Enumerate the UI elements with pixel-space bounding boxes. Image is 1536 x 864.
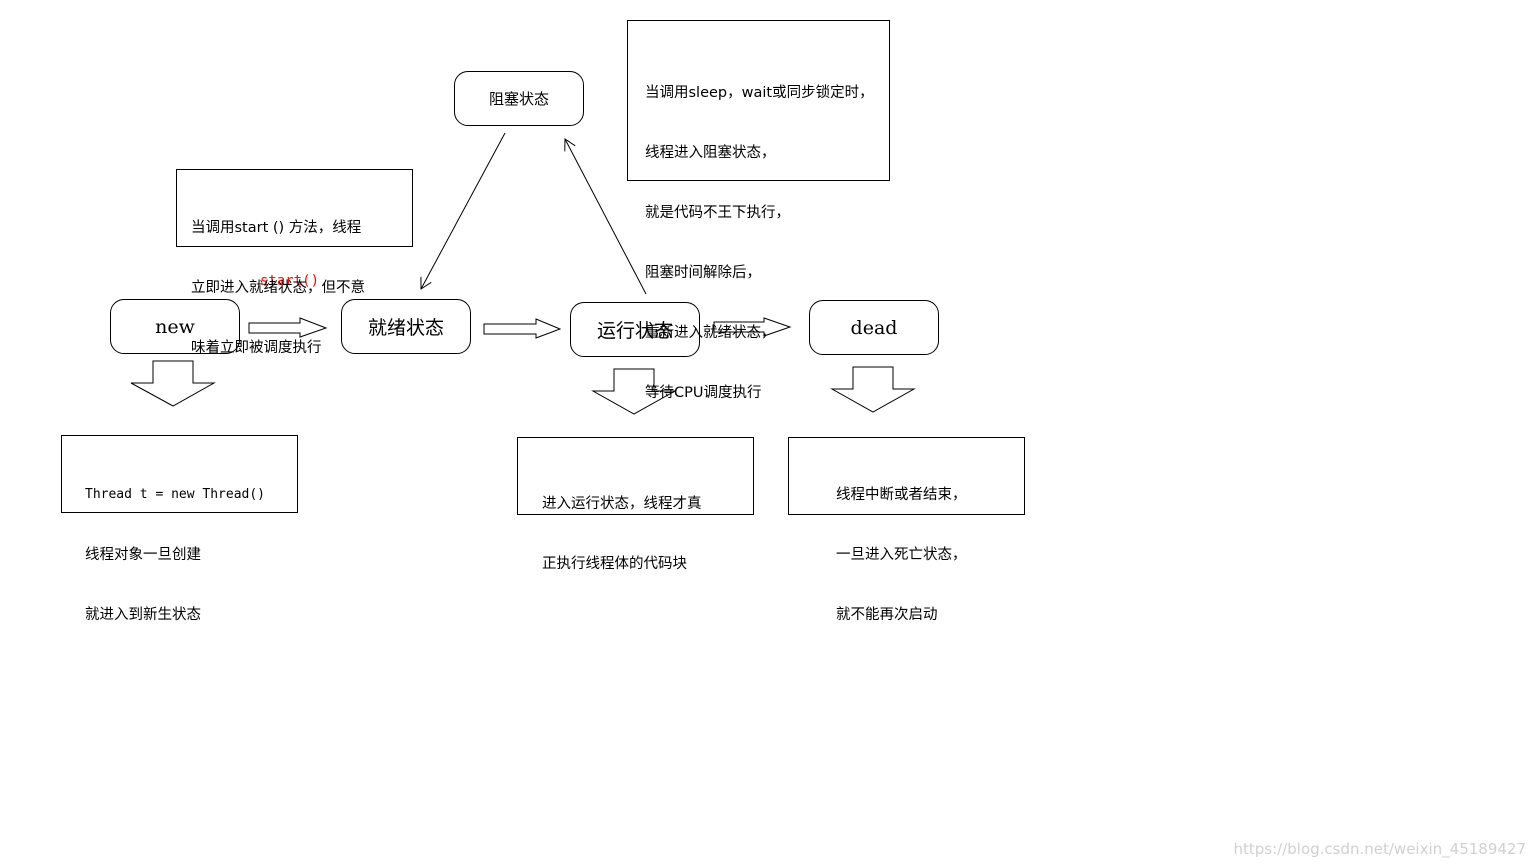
note-new-line: Thread t = new Thread() <box>85 487 266 502</box>
note-new-line: 就进入到新生状态 <box>85 607 201 623</box>
start-transition-label: start() <box>260 273 320 289</box>
arrow-down-running <box>591 368 677 415</box>
note-dead-line: 线程中断或者结束， <box>836 487 967 503</box>
note-running-line: 正执行线程体的代码块 <box>542 556 687 572</box>
arrow-down-dead <box>830 366 916 413</box>
state-blocked: 阻塞状态 <box>454 71 584 126</box>
state-dead: dead <box>809 300 939 355</box>
note-dead-line: 一旦进入死亡状态， <box>836 547 967 563</box>
arrow-ready-to-running <box>483 318 562 339</box>
note-running: 进入运行状态，线程才真 正执行线程体的代码块 <box>517 437 754 572</box>
note-start: 当调用start () 方法，线程 立即进入就绪状态，但不意 味着立即被调度执行 <box>176 169 413 356</box>
state-ready: 就绪状态 <box>341 299 471 354</box>
note-blocked-line: 就是代码不王下执行， <box>645 205 790 221</box>
note-new: Thread t = new Thread() 线程对象一旦创建 就进入到新生状… <box>61 435 298 623</box>
state-new: new <box>110 299 240 354</box>
arrow-running-to-dead <box>713 317 792 337</box>
state-running: 运行状态 <box>570 302 700 357</box>
note-blocked-line: 线程进入阻塞状态， <box>645 145 776 161</box>
watermark: https://blog.csdn.net/weixin_45189427 <box>1233 840 1526 858</box>
note-start-line: 立即进入就绪状态，但不意 <box>191 280 365 296</box>
arrow-running-to-blocked <box>565 139 647 295</box>
note-dead-line: 就不能再次启动 <box>836 607 938 623</box>
note-new-line: 线程对象一旦创建 <box>85 547 201 563</box>
note-blocked: 当调用sleep，wait或同步锁定时， 线程进入阻塞状态， 就是代码不王下执行… <box>627 20 890 401</box>
note-start-line: 味着立即被调度执行 <box>191 340 322 356</box>
arrow-blocked-to-ready <box>421 132 506 289</box>
arrow-new-to-ready <box>248 317 328 338</box>
note-start-line: 当调用start () 方法，线程 <box>191 220 362 236</box>
note-blocked-line: 重新进入就绪状态， <box>645 325 776 341</box>
arrow-down-new <box>130 360 216 407</box>
note-blocked-line: 等待CPU调度执行 <box>645 385 762 401</box>
note-blocked-line: 当调用sleep，wait或同步锁定时， <box>645 85 874 101</box>
note-dead: 线程中断或者结束， 一旦进入死亡状态， 就不能再次启动 <box>788 437 1025 623</box>
note-blocked-line: 阻塞时间解除后， <box>645 265 761 281</box>
note-running-line: 进入运行状态，线程才真 <box>542 496 702 512</box>
